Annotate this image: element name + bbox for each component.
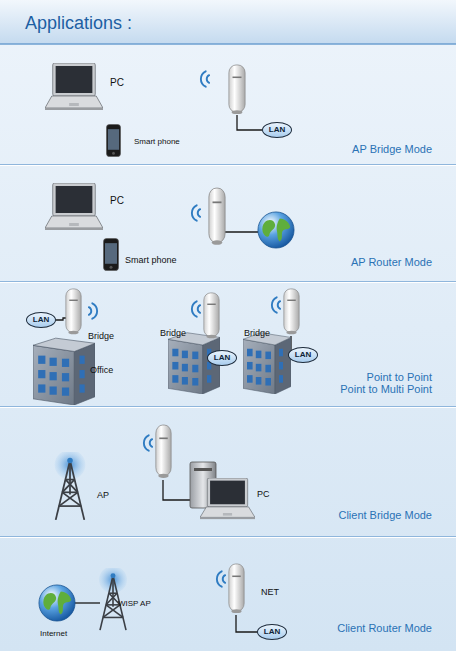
wifi-signal [192, 205, 200, 220]
device-label: Bridge [160, 329, 186, 339]
mode-label: Client Bridge Mode [338, 509, 432, 521]
cpe-device [284, 289, 299, 334]
device-label: Internet [40, 630, 67, 639]
cpe-device [229, 65, 245, 114]
building [243, 333, 291, 394]
section-3-art [33, 289, 299, 405]
lan-text: LAN [269, 126, 285, 134]
lan-text: LAN [214, 354, 230, 362]
wifi-signal [89, 303, 97, 318]
lan-ellipse: LAN [257, 624, 287, 640]
device-label: Smart phone [125, 256, 177, 266]
device-label: AP [97, 491, 109, 501]
lan-ellipse: LAN [262, 122, 292, 138]
device-label: WISP AP [118, 600, 151, 609]
device-label: Smart phone [134, 138, 180, 147]
section-1-art [45, 63, 245, 156]
device-label: Office [90, 366, 113, 376]
wisp-tower [99, 566, 127, 630]
mode-label: Client Router Mode [337, 622, 432, 634]
wifi-signal [217, 571, 225, 586]
lan-ellipse: LAN [207, 350, 237, 366]
internet-globe [258, 212, 294, 248]
laptop [45, 63, 103, 110]
device-label: Bridge [88, 332, 114, 342]
cpe-device [204, 293, 219, 338]
ap-tower [55, 450, 86, 520]
device-label: PC [110, 77, 124, 88]
device-label: PC [257, 490, 270, 500]
device-label: PC [110, 195, 124, 206]
wifi-signal [144, 435, 152, 450]
page-title: Applications : [25, 14, 132, 34]
header-band [0, 0, 456, 44]
device-label: Bridge [244, 329, 270, 339]
pc-drive [194, 468, 212, 471]
lan-ellipse: LAN [288, 347, 318, 363]
section-separators [0, 165, 456, 538]
mode-label: AP Router Mode [351, 256, 432, 268]
cpe-device [156, 425, 171, 478]
internet-globe [39, 585, 75, 621]
device-label: NET [261, 588, 279, 598]
section-5-art [39, 564, 244, 630]
cpe-device [66, 289, 81, 334]
laptop [45, 183, 103, 230]
wifi-signal [192, 301, 200, 316]
lan-text: LAN [33, 316, 49, 324]
lan-text: LAN [264, 628, 280, 636]
cpe-device [209, 188, 225, 245]
mode-label: Point to Multi Point [340, 383, 432, 395]
wifi-signal [272, 297, 280, 312]
mode-label: AP Bridge Mode [352, 143, 432, 155]
header-rule [0, 43, 456, 45]
lan-text: LAN [295, 351, 311, 359]
smartphone [104, 239, 119, 271]
wifi-signal [201, 71, 209, 86]
mode-label: Point to Point [367, 371, 432, 383]
lan-ellipse: LAN [26, 312, 56, 328]
section-2-art [45, 183, 294, 270]
smartphone [106, 125, 120, 157]
office-building [33, 338, 95, 405]
laptop [200, 478, 255, 519]
cpe-device [229, 564, 244, 613]
section-4-art [55, 425, 255, 520]
